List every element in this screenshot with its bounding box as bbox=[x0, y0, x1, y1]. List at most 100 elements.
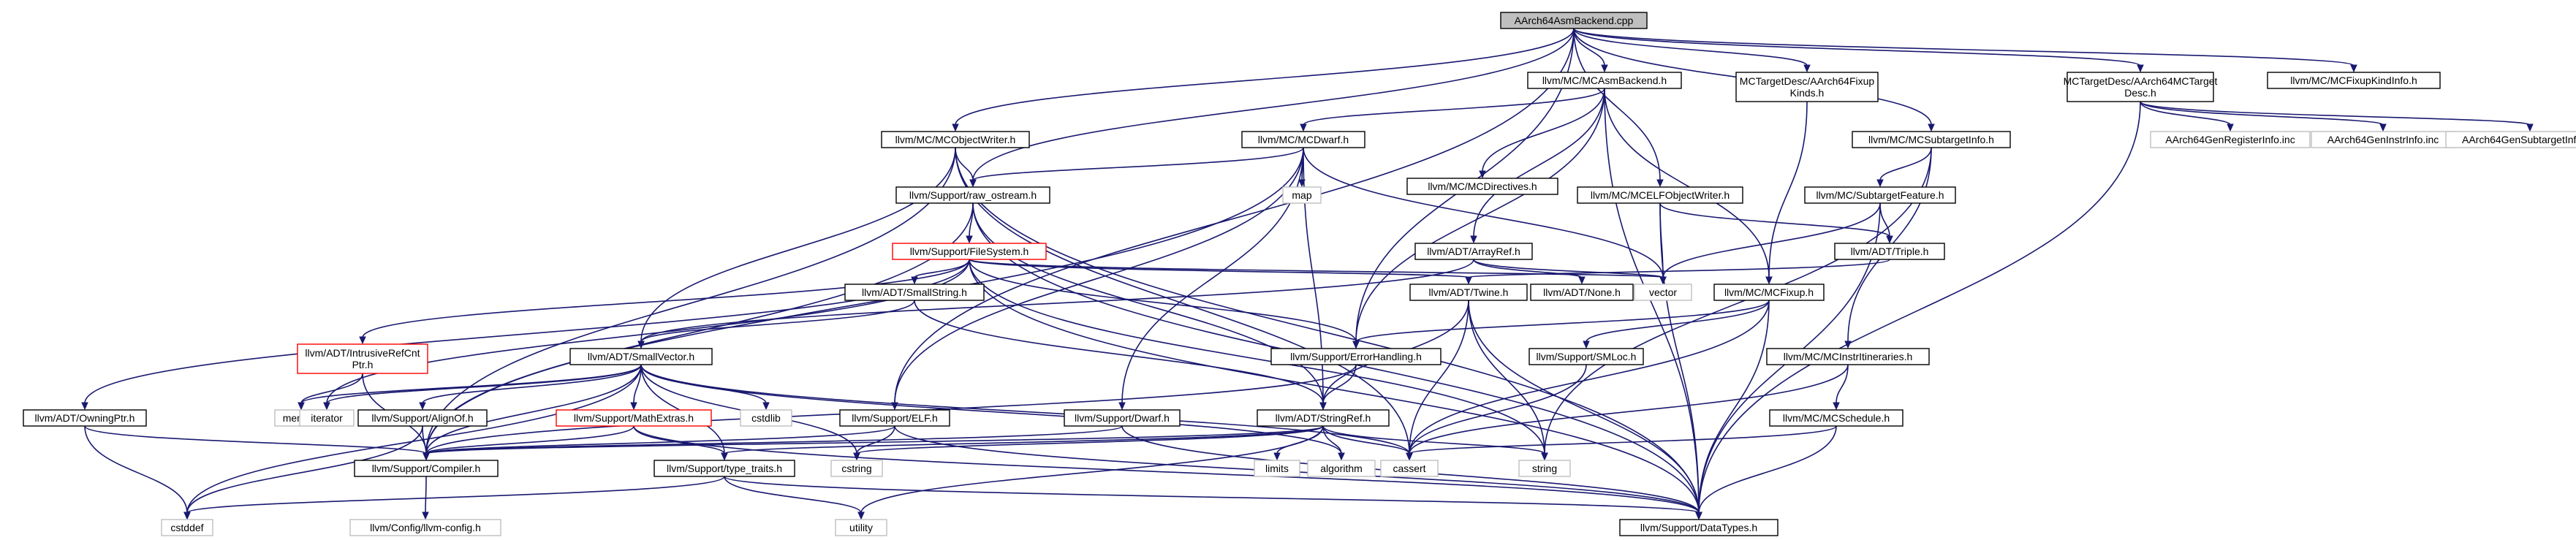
node-box bbox=[1064, 409, 1181, 427]
node-typetraits[interactable]: llvm/Support/type_traits.h bbox=[654, 460, 795, 477]
node-twine[interactable]: llvm/ADT/Twine.h bbox=[1409, 284, 1528, 301]
node-label: llvm/Support/AlignOf.h bbox=[371, 412, 473, 424]
node-subfeature[interactable]: llvm/MC/SubtargetFeature.h bbox=[1804, 186, 1956, 204]
node-label: llvm/Support/ErrorHandling.h bbox=[1290, 351, 1422, 362]
node-compiler[interactable]: llvm/Support/Compiler.h bbox=[354, 460, 499, 477]
node-mcschedule[interactable]: llvm/MC/MCSchedule.h bbox=[1769, 409, 1903, 427]
node-alignof[interactable]: llvm/Support/AlignOf.h bbox=[357, 409, 488, 427]
edge-stringref-to-cstring bbox=[856, 425, 1324, 455]
node-owningptr[interactable]: llvm/ADT/OwningPtr.h bbox=[23, 409, 147, 427]
edge-instritin-to-mcschedule bbox=[1836, 364, 1849, 404]
node-triple[interactable]: llvm/ADT/Triple.h bbox=[1834, 243, 1945, 260]
node-algorithm[interactable]: algorithm bbox=[1307, 460, 1376, 477]
node-box bbox=[740, 409, 792, 427]
edge-root-to-elf bbox=[894, 28, 1575, 404]
arrowhead bbox=[419, 402, 426, 411]
edge-objwriter-to-datatypes bbox=[955, 147, 1700, 514]
node-mcasm[interactable]: llvm/MC/MCAsmBackend.h bbox=[1527, 72, 1682, 89]
node-smallstring[interactable]: llvm/ADT/SmallString.h bbox=[844, 284, 985, 301]
node-string[interactable]: string bbox=[1518, 460, 1571, 477]
node-cassert[interactable]: cassert bbox=[1380, 460, 1439, 477]
arrowhead bbox=[911, 276, 918, 285]
node-gensub[interactable]: AArch64GenSubtargetInfo.inc bbox=[2445, 131, 2576, 148]
node-smallvector[interactable]: llvm/ADT/SmallVector.h bbox=[569, 348, 713, 365]
node-utility[interactable]: utility bbox=[835, 519, 887, 536]
node-filesystem[interactable]: llvm/Support/FileSystem.h bbox=[892, 243, 1047, 260]
node-fixupkindinfo[interactable]: llvm/MC/MCFixupKindInfo.h bbox=[2267, 72, 2441, 89]
node-cstddef[interactable]: cstddef bbox=[161, 519, 213, 536]
edge-smallvector-to-cassert bbox=[640, 364, 1410, 455]
edge-root-to-fixupkindinfo bbox=[1573, 28, 2355, 66]
arrowhead bbox=[853, 452, 860, 461]
node-vector[interactable]: vector bbox=[1634, 284, 1692, 301]
node-mcdirectives[interactable]: llvm/MC/MCDirectives.h bbox=[1406, 178, 1558, 195]
edge-mathextras-to-typetraits bbox=[633, 425, 725, 455]
node-label: llvm/MC/MCFixupKindInfo.h bbox=[2290, 75, 2417, 86]
node-smloc[interactable]: llvm/Support/SMLoc.h bbox=[1528, 348, 1644, 365]
edge-filesystem-to-datatypes bbox=[969, 259, 1700, 514]
node-genreg[interactable]: AArch64GenRegisterInfo.inc bbox=[2150, 131, 2311, 148]
node-cstdlib[interactable]: cstdlib bbox=[740, 409, 792, 427]
node-arrayref[interactable]: llvm/ADT/ArrayRef.h bbox=[1414, 243, 1533, 260]
edge-subfeature-to-vector bbox=[1662, 202, 1881, 278]
node-elfobj[interactable]: llvm/MC/MCELFObjectWriter.h bbox=[1577, 186, 1743, 204]
node-box bbox=[1852, 131, 2011, 148]
arrowhead bbox=[1876, 179, 1884, 188]
node-box bbox=[1713, 284, 1825, 301]
node-box bbox=[354, 460, 499, 477]
node-label: llvm/ADT/Triple.h bbox=[1851, 246, 1929, 257]
node-errorhandling[interactable]: llvm/Support/ErrorHandling.h bbox=[1270, 348, 1442, 365]
node-root[interactable]: AArch64AsmBackend.cpp bbox=[1500, 12, 1648, 29]
arrowhead bbox=[2137, 64, 2144, 73]
node-datatypes[interactable]: llvm/Support/DataTypes.h bbox=[1619, 519, 1778, 536]
node-label: llvm/ADT/SmallString.h bbox=[862, 286, 967, 298]
node-elf[interactable]: llvm/Support/ELF.h bbox=[839, 409, 950, 427]
node-rawostream[interactable]: llvm/Support/raw_ostream.h bbox=[895, 186, 1050, 204]
node-mcdwarf[interactable]: llvm/MC/MCDwarf.h bbox=[1241, 131, 1365, 148]
edge-fixupkinds-to-mcfixup bbox=[1768, 101, 1808, 278]
node-box bbox=[161, 519, 213, 536]
arrowhead bbox=[298, 402, 305, 411]
arrowhead bbox=[637, 341, 645, 349]
node-supdwarf[interactable]: llvm/Support/Dwarf.h bbox=[1064, 409, 1181, 427]
node-stringref[interactable]: llvm/ADT/StringRef.h bbox=[1257, 409, 1390, 427]
edge-mcfixup-to-errorhandling bbox=[1355, 300, 1770, 343]
node-box bbox=[1528, 348, 1644, 365]
edge-filesystem-to-string bbox=[969, 259, 1545, 455]
node-mcfixup[interactable]: llvm/MC/MCFixup.h bbox=[1713, 284, 1825, 301]
node-iterator[interactable]: iterator bbox=[299, 409, 355, 427]
node-label: Kinds.h bbox=[1790, 87, 1825, 99]
edge-root-to-tdesc bbox=[1573, 28, 2141, 66]
edge-errorhandling-to-stringref bbox=[1322, 364, 1357, 404]
arrowhead bbox=[1465, 276, 1472, 285]
arrowhead bbox=[359, 336, 366, 345]
node-cstring[interactable]: cstring bbox=[830, 460, 883, 477]
node-objwriter[interactable]: llvm/MC/MCObjectWriter.h bbox=[881, 131, 1030, 148]
arrowhead bbox=[1928, 123, 1935, 132]
node-label: llvm/ADT/StringRef.h bbox=[1276, 412, 1371, 424]
node-llvmconfig[interactable]: llvm/Config/llvm-config.h bbox=[349, 519, 501, 536]
arrowhead bbox=[1656, 179, 1664, 188]
edge-mcschedule-to-datatypes bbox=[1698, 425, 1837, 514]
node-label: llvm/Support/type_traits.h bbox=[667, 463, 782, 474]
arrowhead bbox=[1470, 235, 1477, 244]
node-instritin[interactable]: llvm/MC/MCInstrItineraries.h bbox=[1766, 348, 1930, 365]
node-mathextras[interactable]: llvm/Support/MathExtras.h bbox=[556, 409, 712, 427]
arrowhead bbox=[857, 512, 865, 520]
edge-stringref-to-typetraits bbox=[724, 425, 1324, 455]
edge-twine-to-datatypes bbox=[1468, 300, 1700, 514]
node-none[interactable]: llvm/ADT/None.h bbox=[1530, 284, 1634, 301]
node-label: limits bbox=[1265, 463, 1289, 474]
node-limits[interactable]: limits bbox=[1254, 460, 1300, 477]
edge-twine-to-string bbox=[1468, 300, 1545, 455]
node-map[interactable]: map bbox=[1282, 186, 1322, 204]
node-geninstr[interactable]: AArch64GenInstrInfo.inc bbox=[2311, 131, 2455, 148]
arrowhead bbox=[630, 402, 637, 411]
node-box bbox=[844, 284, 985, 301]
arrowhead bbox=[183, 512, 191, 520]
node-subtargetinfo[interactable]: llvm/MC/MCSubtargetInfo.h bbox=[1852, 131, 2011, 148]
node-box bbox=[1619, 519, 1778, 536]
